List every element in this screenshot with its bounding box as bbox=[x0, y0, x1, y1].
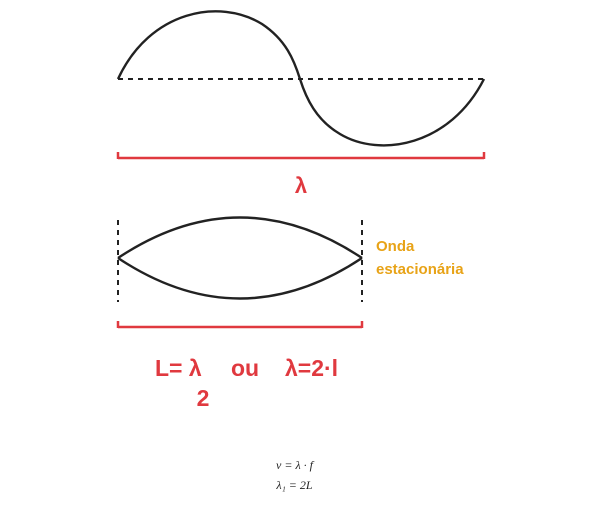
string-length-bracket bbox=[116, 321, 364, 329]
formula-wave-speed: v = λ · f bbox=[276, 458, 313, 472]
standing-wave-lower-loop bbox=[117, 256, 363, 300]
standing-wave-label-line2: estacionária bbox=[376, 261, 464, 278]
wavelength-label: λ bbox=[295, 173, 307, 198]
equation-denominator: 2 bbox=[197, 385, 210, 411]
equation-lambda: λ=2·l bbox=[285, 355, 338, 381]
wavelength-bracket bbox=[116, 152, 486, 160]
formula-first-harmonic: λ₁ = 2L bbox=[276, 478, 313, 492]
standing-wave-upper-loop bbox=[117, 216, 363, 260]
standing-wave-label-line1: Onda bbox=[376, 238, 415, 255]
equation-ou: ou bbox=[231, 355, 259, 381]
equation-L: L= λ bbox=[155, 355, 202, 381]
